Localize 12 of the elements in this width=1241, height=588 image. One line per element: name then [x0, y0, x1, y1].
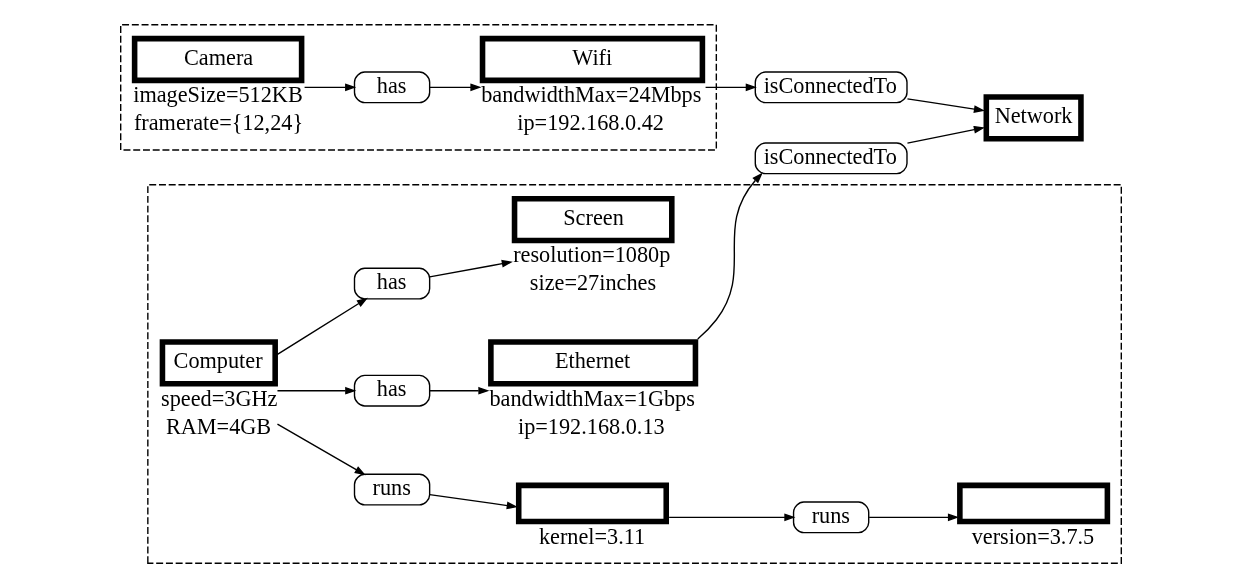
node-label: framerate={12,24}: [133, 110, 303, 136]
node-label: bandwidthMax=1Gbps: [488, 385, 695, 411]
node-label: ip=192.168.0.42: [516, 110, 664, 136]
node-label: speed=3GHz: [160, 385, 277, 411]
node-label: size=27inches: [529, 270, 656, 296]
node-label: version=3.7.5: [971, 523, 1094, 549]
node-label: kernel=3.11: [538, 523, 645, 549]
node-label: imageSize=512KB: [132, 82, 303, 108]
node-label: bandwidthMax=24Mbps: [480, 82, 701, 108]
node-label: ip=192.168.0.13: [517, 413, 665, 439]
node-label: RAM=4GB: [165, 413, 271, 439]
node-label: resolution=1080p: [512, 242, 670, 268]
